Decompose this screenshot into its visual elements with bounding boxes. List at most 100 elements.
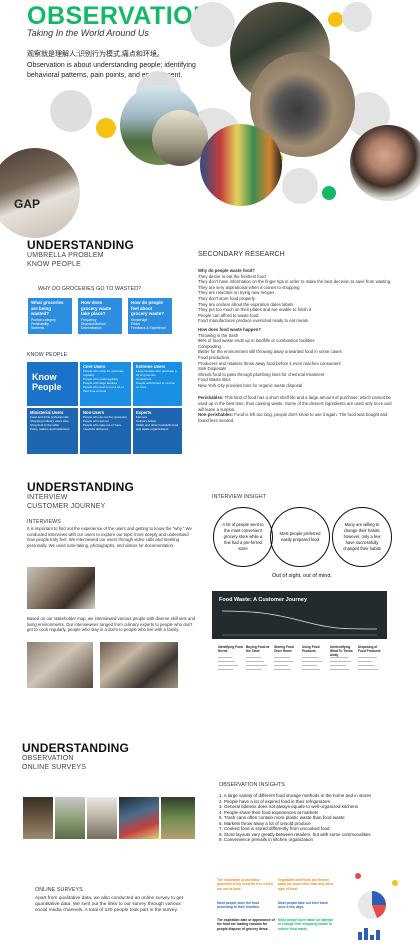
know-people-cell-body: Food and drink professionals Shopping in… (30, 415, 70, 431)
know-people-label: KNOW PEOPLE (27, 352, 68, 358)
journey-chart-header (212, 591, 387, 639)
umbrella-sub1: UMBRELLA PROBLEM (27, 252, 104, 259)
green-dot (322, 186, 336, 200)
survey-finding: Most people have made an attempt to chan… (278, 918, 333, 931)
observation-insight-item: 9. Convenience prevails in kitchen organ… (219, 837, 314, 842)
photo-woman-smiling (350, 125, 420, 201)
journey-chart-curve (221, 610, 378, 636)
secondary-research-title: SECONDARY RESEARCH (198, 251, 285, 258)
journey-chart-title: Food Waste: A Customer Journey (219, 597, 308, 603)
observation-insight-item: 6. Markets throw away a lot of unsold pr… (219, 820, 311, 826)
observation-title: OBSERVATION (27, 2, 212, 30)
how-item: Better for the environment still throwin… (198, 349, 342, 355)
interviews-text: It is important to find out the experien… (27, 526, 192, 548)
journey-stage-line (274, 669, 291, 670)
interview-insight-label: INTERVIEW INSIGHT (212, 494, 266, 500)
journey-stage-line (218, 661, 235, 662)
photo-obs-3 (87, 797, 117, 839)
how-item: Producers and retailers throw away food … (198, 360, 341, 366)
umbrella-sub2: KNOW PEOPLE (27, 261, 81, 268)
nonperishables-text: Food is left too long, people don't know… (198, 412, 388, 423)
observation-insight-item: 7. Cooked food is stored differently fro… (219, 826, 330, 831)
photo-obs-5 (161, 797, 195, 839)
stakeholder-text: Based on our stakeholder map, we intervi… (27, 616, 196, 633)
journey-stage-line (330, 665, 346, 666)
online-surveys-text: Apart from qualitative data, we also con… (35, 896, 183, 913)
observation-insights-list: 1. A large variety of different food sto… (219, 793, 403, 843)
journey-stage-line (218, 669, 233, 670)
journey-stage: Using Food Products (302, 645, 320, 653)
how-item: Shreds food to pass through plumbing lin… (198, 371, 325, 377)
know-people-cell-title: Extreme Users (136, 364, 166, 369)
insight-bubble: Most people preferred easily prepared fo… (270, 507, 330, 567)
observation-description: 观察就是理解人;识别行为模式,痛点和环境。Observation is abou… (27, 51, 196, 79)
photo-obs-4 (119, 797, 159, 839)
journey-stage: Storing Food Once Home (274, 645, 294, 653)
yellow-dot (328, 12, 343, 27)
question-card-body: Frequency Disposal Method Determination (81, 317, 106, 331)
how-item: Composting (198, 343, 221, 349)
nonperishables-label: Non-perishables: (198, 412, 234, 418)
why-item: They are unclear about the expiration da… (198, 301, 294, 307)
survey-finding: Most people take out their trash once a … (278, 901, 328, 910)
observation-insight-item: 4. People share their food experiences a… (219, 809, 319, 815)
how-title: How does food waste happen? (198, 326, 262, 332)
observation-insight-item: 1. A large variety of different food sto… (219, 793, 372, 798)
observation-insight-item: 2. People have a lot of expired food in … (219, 798, 331, 804)
journey-sub2: CUSTOMER JOURNEY (27, 503, 106, 510)
journey-stage-line (274, 661, 293, 662)
journey-stage-line (358, 665, 375, 666)
survey-pie-slice (372, 891, 386, 905)
how-item: Food Waste Bins (198, 377, 231, 383)
insight-bubble: Many are willing to change their habits;… (332, 507, 392, 567)
gap-text: GAP (14, 197, 41, 211)
why-item: Food manufactures produce oversized read… (198, 318, 308, 324)
why-title: Why do people waste food? (198, 268, 255, 273)
observation-insight-item: 5. Trash cans often contain more plastic… (219, 815, 345, 820)
insight-bubble: A lot of people went to the most conveni… (213, 507, 273, 567)
observation-photo-strip (23, 797, 195, 839)
journey-stage-line (302, 665, 317, 666)
perishables-label: Perishables: (198, 395, 224, 401)
survey-mini-bar (376, 930, 380, 940)
gray-circle (282, 168, 318, 204)
journey-stage-line (330, 661, 351, 662)
question-card: How do people feel about grocery waste?K… (128, 298, 172, 334)
why-item: They put too much on their plates and ar… (198, 307, 311, 313)
interviews-label: INTERVIEWS (27, 519, 61, 525)
gray-circle (342, 2, 372, 32)
surveys-heading: UNDERSTANDING (22, 741, 130, 755)
journey-heading: UNDERSTANDING (27, 480, 135, 494)
how-item: Throwing in the trash (198, 332, 239, 338)
photo-interview-2 (27, 642, 93, 688)
journey-stage-line (246, 665, 267, 666)
question-card-title: How does grocery waste take place? (81, 300, 112, 317)
journey-stage-line (218, 665, 238, 666)
journey-stage-line (246, 661, 264, 662)
survey-finding: Vegetables and fruits are thrown away th… (278, 878, 334, 891)
why-item: They desire to eat the freshest food (198, 273, 266, 279)
journey-stage-line (302, 657, 319, 658)
journey-stage: Disposing of Food Products (358, 645, 381, 653)
why-item: They don't store food properly (198, 295, 255, 301)
photo-store-sign (152, 110, 208, 166)
question-card-body: Knowledge Ethics Feedback & Experience (131, 317, 167, 331)
perishables-text: This kind of food has a short shelf life… (198, 395, 392, 412)
know-people-cell-title: Non-Users (83, 410, 105, 415)
secondary-research-body: Why do people waste food? They desire to… (198, 268, 396, 423)
journey-stage-line (246, 669, 262, 670)
know-people-cell-body: Farmers Culinary Artists CHEF and other … (136, 415, 179, 431)
journey-sub1: INTERVIEW (27, 494, 68, 501)
why-item: People can afford to waste food (198, 312, 259, 318)
know-people-cell-body: People who do not buy groceries People w… (83, 415, 127, 431)
photo-interview-3 (100, 642, 178, 688)
journey-stage: Unidentifying What To Throw Away (330, 645, 353, 657)
survey-finding: Most people store the food according to … (217, 901, 260, 910)
journey-stage-line (330, 669, 349, 670)
why-item: They are reluctant on trying new recipes (198, 290, 275, 296)
photo-obs-2 (55, 797, 85, 839)
journey-stage-line (218, 657, 232, 658)
